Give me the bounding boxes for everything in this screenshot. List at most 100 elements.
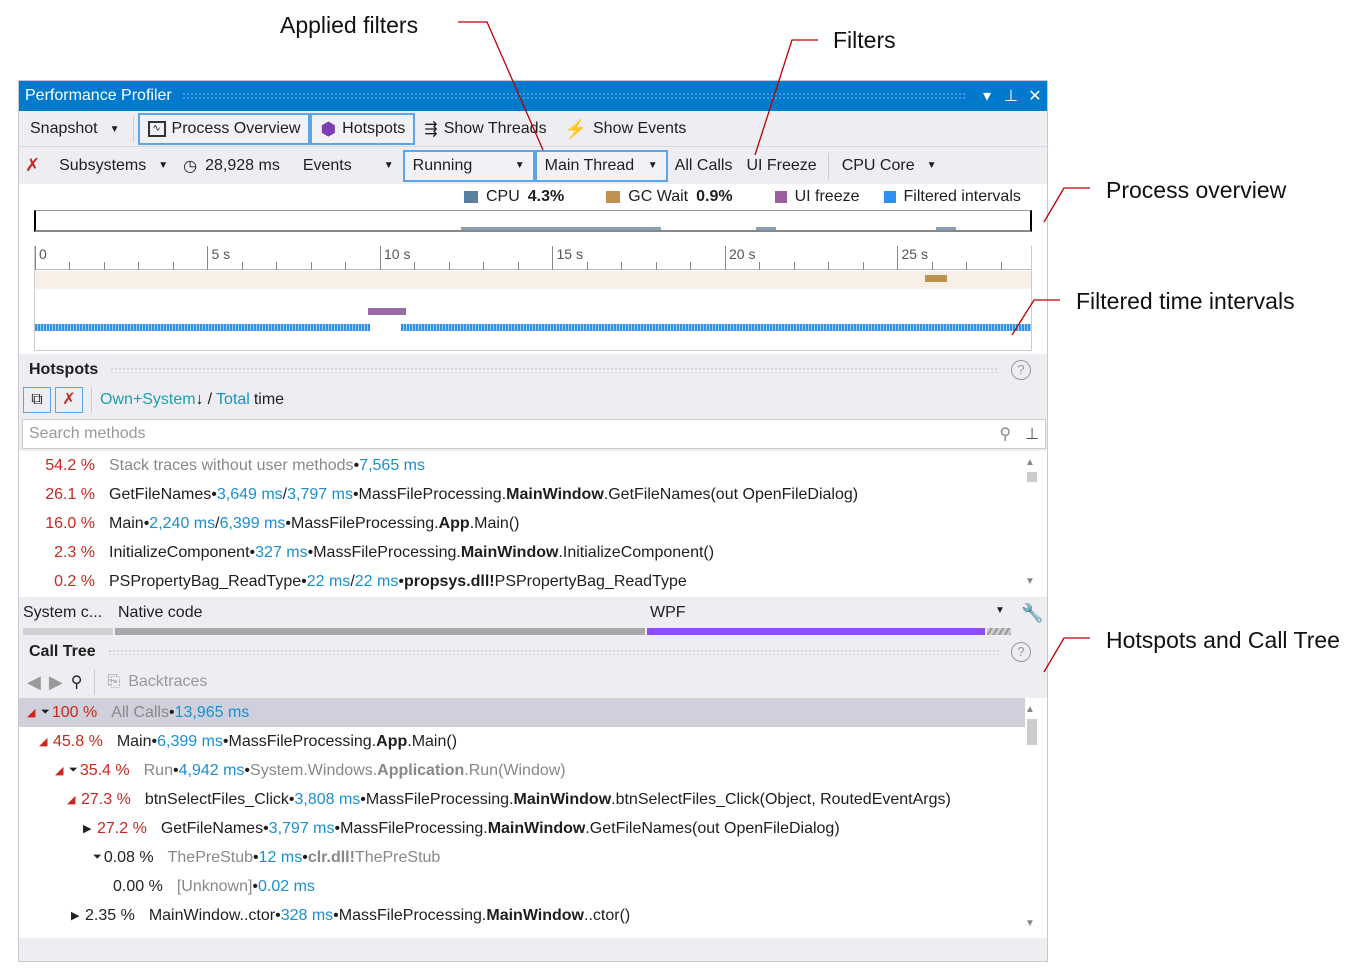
forward-icon[interactable]: ▶ [48,671,63,692]
row-class: Application [377,761,465,779]
row-percent: 26.1 % [45,485,95,503]
expand-toggle-icon[interactable]: ▶ [83,823,92,835]
subsystem-dropdown-icon[interactable]: ▼ [995,605,1005,616]
call-tree-row[interactable]: ◢45.8 %Main • 6,399 ms • MassFileProcess… [39,732,458,750]
main-thread-filter[interactable]: Main Thread▼ [534,149,668,182]
overview-selection-strip[interactable] [34,210,1032,232]
back-icon[interactable]: ◀ [27,671,41,692]
cpu-core-dropdown[interactable]: CPU Core▼ [841,156,937,174]
ruler-label: 20 s [728,246,756,262]
performance-profiler-window: Performance Profiler ▾ ⊥ ✕ Snapshot▼ ∿ Pr… [18,80,1048,962]
toolbar-main: Snapshot▼ ∿ Process Overview ⬢Hotspots ⇶S… [19,112,1047,147]
call-tree-scrollbar[interactable]: ▲▼ [1025,704,1041,929]
main-thread-label: Main Thread [544,156,635,174]
row-name: ThePreStub [167,848,254,866]
show-events-button[interactable]: ⚡Show Events [556,113,696,145]
hotspot-row[interactable]: 16.0 %Main • 2,240 ms / 6,399 ms • MassF… [19,509,519,538]
close-icon[interactable]: ✕ [1028,88,1042,105]
pin-icon[interactable]: ⊥ [1004,88,1018,105]
events-dropdown[interactable]: Events▼ [302,156,394,174]
hotspot-row[interactable]: 26.1 %GetFileNames • 3,649 ms / 3,797 ms… [19,480,858,509]
filter-icon: ⏷ [41,706,50,718]
total-sort[interactable]: Total [216,391,250,408]
process-overview-label: Process Overview [171,120,301,137]
own-system-sort[interactable]: Own+System↓ [100,391,204,408]
call-tree-row[interactable]: ◢⏷35.4 %Run • 4,942 ms • System.Windows.… [55,761,566,779]
call-tree-row[interactable]: ▶2.35 %MainWindow..ctor • 328 ms • MassF… [71,906,631,924]
all-calls-filter[interactable]: All Calls [668,150,740,182]
hotspots-button[interactable]: ⬢Hotspots [310,113,416,145]
row-method: .GetFileNames(out OpenFileDialog) [603,485,859,503]
row-own-time: 22 ms [306,572,351,590]
expand-toggle-icon[interactable]: ◢ [67,794,76,806]
call-tree-toolbar: ◀ ▶ ⚲ ⎘ Backtraces [19,668,1047,696]
subsystem-wpf[interactable]: WPF [650,604,686,621]
hotspot-row[interactable]: 0.2 %PSPropertyBag_ReadType • 22 ms / 22… [19,567,687,596]
row-percent: 27.2 % [97,819,147,837]
show-threads-button[interactable]: ⇶Show Threads [415,113,555,145]
running-filter[interactable]: Running▼ [402,149,535,182]
search-icon[interactable]: ⚲ [70,674,83,691]
row-method: .Run(Window) [464,761,566,779]
merge-icon[interactable]: ⧉ [23,387,51,413]
row-class: clr.dll! [307,848,355,866]
filtered-interval-2 [401,324,1031,331]
subsystems-dropdown[interactable]: Subsystems▼ [59,156,169,174]
ruler-tick [966,262,968,270]
row-class: MainWindow [513,790,612,808]
expand-toggle-icon[interactable]: ▶ [71,910,80,922]
chart-icon: ∿ [147,121,166,137]
subsystem-system[interactable]: System c... [23,604,103,621]
call-tree-row[interactable]: 0.00 %[Unknown] • 0.02 ms [113,877,315,895]
row-namespace: MassFileProcessing. [338,906,487,924]
row-namespace: MassFileProcessing. [228,732,377,750]
expand-toggle-icon[interactable]: ◢ [55,765,64,777]
running-label: Running [412,156,473,174]
search-icon[interactable]: ⚲ [999,426,1012,443]
row-method: .GetFileNames(out OpenFileDialog) [585,819,840,837]
backtraces-icon[interactable]: ⎘ [107,673,121,690]
gc-legend-icon [606,191,621,203]
help-icon[interactable]: ? [1011,642,1031,662]
expand-toggle-icon[interactable]: ◢ [27,707,36,719]
row-percent: 54.2 % [45,456,95,474]
process-overview-button[interactable]: ∿ Process Overview [137,113,311,145]
help-icon[interactable]: ? [1011,360,1031,380]
call-tree-row[interactable]: ⏷0.08 %ThePreStub • 12 ms • clr.dll!TheP… [93,848,441,866]
title-bar: Performance Profiler ▾ ⊥ ✕ [19,81,1047,111]
ruler-tick [931,262,933,270]
row-class: MainWindow [486,906,584,924]
snapshot-dropdown[interactable]: Snapshot▼ [30,120,120,137]
exclude-icon[interactable]: ✗ [55,387,83,413]
wrench-icon[interactable]: 🔧 [1021,603,1044,623]
subsystem-native[interactable]: Native code [118,604,203,621]
sort-slash: / [207,391,213,408]
expand-toggle-icon[interactable]: ◢ [39,736,48,748]
hotspots-scrollbar[interactable]: ▲▼ [1025,457,1041,587]
ui-freeze-filter[interactable]: UI Freeze [739,150,823,182]
callout-process-overview: Process overview [1106,177,1287,203]
row-time: 3,808 ms [294,790,361,808]
hotspot-row[interactable]: 54.2 %Stack traces without user methods … [19,451,425,480]
row-class: MainWindow [487,819,586,837]
search-methods-input[interactable]: Search methods ⚲ ⊥ [22,419,1046,449]
clock-icon: ◷ [183,157,198,175]
row-percent: 2.35 % [85,906,135,924]
call-tree-row[interactable]: ▶27.2 %GetFileNames • 3,797 ms • MassFil… [83,819,840,837]
call-tree-header: Call Tree? [19,640,1047,664]
hotspots-title: Hotspots [29,361,99,378]
pin-icon[interactable]: ⊥ [1025,426,1039,443]
dropdown-icon[interactable]: ▾ [982,88,992,105]
ruler-label: 5 s [211,246,231,262]
callout-filters: Filters [833,27,896,53]
hotspot-row[interactable]: 2.3 %InitializeComponent • 327 ms • Mass… [19,538,714,567]
row-percent: 100 % [51,703,98,721]
all-calls-label: All Calls [674,156,733,174]
row-name: Stack traces without user methods [109,456,354,474]
call-tree-row[interactable]: ◢⏷100 %All Calls • 13,965 ms [27,703,250,721]
clear-filters-icon[interactable]: ✗ [25,155,41,175]
backtraces-button[interactable]: Backtraces [128,673,208,690]
row-own-time: 2,240 ms [149,514,216,532]
call-tree-row[interactable]: ◢27.3 %btnSelectFiles_Click • 3,808 ms •… [67,790,951,808]
